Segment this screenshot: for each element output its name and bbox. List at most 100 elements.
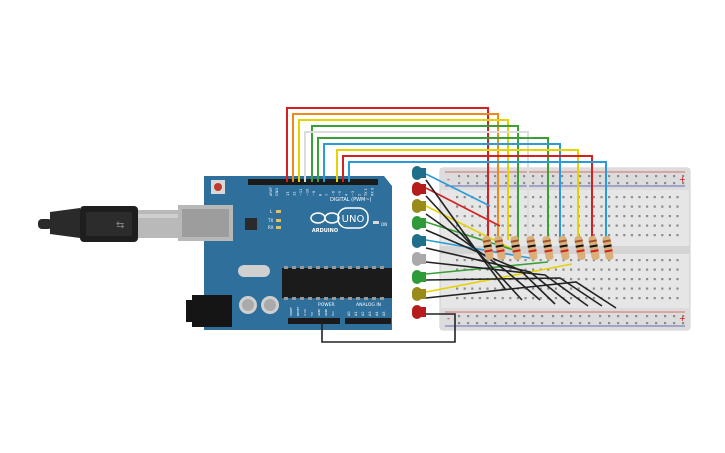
breadboard-hole [623,297,626,300]
breadboard-hole [653,215,656,218]
led-9[interactable] [412,305,426,319]
breadboard-hole [463,215,466,218]
breadboard-hole [486,297,489,300]
breadboard-hole [478,234,481,237]
breadboard-hole [655,322,658,325]
led-8[interactable] [412,287,426,301]
led-6[interactable] [412,252,426,266]
breadboard-hole [653,224,656,227]
pin-label: A1 [354,311,358,316]
breadboard-hole [646,215,649,218]
breadboard-hole [635,182,638,185]
breadboard-hole [476,182,479,185]
pin-label: ~3 [351,191,355,196]
wire-pin13 [286,107,489,240]
leds [412,166,426,319]
breadboard-hole [638,287,641,290]
breadboard-hole [494,224,497,227]
breadboard-hole [458,182,461,185]
breadboard-hole [486,287,489,290]
breadboard-hole [570,322,573,325]
led-wire-4 [425,221,521,253]
led-4[interactable] [412,216,426,230]
analog-label: ANALOG IN [356,302,381,308]
tx-led-label: TX [267,218,273,223]
breadboard-hole [532,224,535,227]
breadboard-hole [592,297,595,300]
breadboard-hole [471,297,474,300]
breadboard-hole [471,215,474,218]
breadboard-hole [463,287,466,290]
breadboard-hole [562,205,565,208]
breadboard-hole [626,182,629,185]
led-2[interactable] [412,182,426,196]
rx-led-label: RX [268,225,274,230]
breadboard-hole [600,205,603,208]
breadboard-hole [600,268,603,271]
led-wire-2 [425,187,501,227]
breadboard-hole [561,182,564,185]
breadboard-hole [661,278,664,281]
breadboard-hole [592,268,595,271]
breadboard-hole [676,259,679,262]
breadboard-hole [509,205,512,208]
breadboard-hole [638,268,641,271]
breadboard-hole [456,196,459,199]
breadboard-hole [638,234,641,237]
breadboard-hole [664,322,667,325]
breadboard-hole [615,259,618,262]
breadboard-hole [653,268,656,271]
signal-wires [286,107,607,240]
pin-label: 13 [286,192,290,196]
breadboard-hole [501,205,504,208]
pin-label: A4 [375,311,379,316]
breadboard-hole [585,259,588,262]
breadboard-hole [458,322,461,325]
breadboard-hole [577,268,580,271]
breadboard-hole [501,215,504,218]
breadboard-hole [608,234,611,237]
breadboard-hole [552,322,555,325]
bottom-minus-sign: - [447,314,450,323]
breadboard-hole [588,175,591,178]
breadboard-hole [655,175,658,178]
pin-label: RESET [296,306,300,316]
led-5[interactable] [412,234,426,248]
breadboard-hole [494,182,497,185]
breadboard-hole [608,205,611,208]
breadboard-hole [463,259,466,262]
breadboard-hole [501,287,504,290]
breadboard-hole [509,215,512,218]
l-led-label: L [270,209,273,214]
pin-label: 5V [310,311,314,316]
breadboard-hole [509,234,512,237]
breadboard-hole [494,297,497,300]
breadboard-hole [661,287,664,290]
led-3[interactable] [412,199,426,213]
breadboard-hole [467,182,470,185]
pin-label: TX 1 [364,188,368,197]
breadboard-hole [585,224,588,227]
breadboard-hole [532,315,535,318]
breadboard-hole [476,315,479,318]
breadboard-hole [676,205,679,208]
breadboard-hole [676,297,679,300]
led-7[interactable] [412,270,426,284]
gnd-label: GND [275,188,279,196]
led-1[interactable] [412,166,426,180]
breadboard-hole [600,287,603,290]
pin-label: Vin [331,311,335,316]
breadboard-hole [668,205,671,208]
pin-label: 4 [345,193,349,196]
breadboard-hole [585,268,588,271]
breadboard-hole [523,322,526,325]
breadboard-hole [615,224,618,227]
breadboard-hole [617,175,620,178]
breadboard-hole [676,287,679,290]
breadboard-hole [478,224,481,227]
gnd-wire-7 [425,277,603,307]
breadboard-hole [562,234,565,237]
gnd-return-wire [321,313,456,343]
breadboard-hole [486,268,489,271]
